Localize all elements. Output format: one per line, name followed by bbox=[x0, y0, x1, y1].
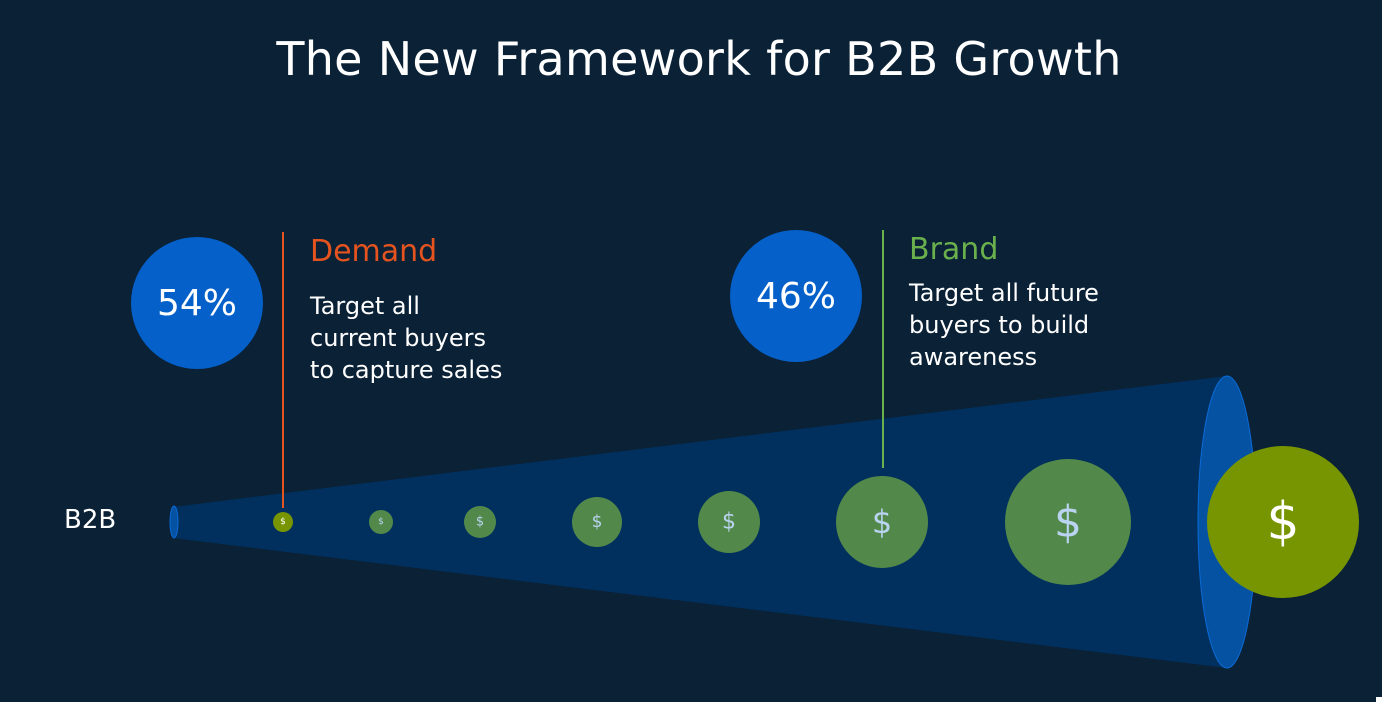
dollar-coin bbox=[273, 512, 293, 532]
brand-percent: 46% bbox=[755, 275, 836, 317]
brand-description: Target all future buyers to build awaren… bbox=[909, 277, 1099, 373]
dollar-sign-icon: $ bbox=[872, 503, 892, 541]
dollar-sign-icon: $ bbox=[592, 512, 603, 532]
dollar-sign-icon: $ bbox=[280, 517, 286, 527]
corner-mark bbox=[1376, 697, 1382, 702]
brand-description-line: Target all future bbox=[909, 279, 1099, 307]
demand-divider-line bbox=[282, 232, 284, 508]
brand-description-line: buyers to build bbox=[909, 311, 1090, 339]
slide-title: The New Framework for B2B Growth bbox=[276, 32, 1122, 86]
dollar-coin bbox=[369, 510, 393, 534]
demand-description: Target all current buyers to capture sal… bbox=[310, 290, 502, 386]
coin-group: $ $ $ $ $ $ $ $ bbox=[273, 446, 1359, 598]
brand-heading: Brand bbox=[909, 232, 999, 267]
dollar-coin bbox=[572, 497, 622, 547]
dollar-sign-icon: $ bbox=[1266, 492, 1299, 552]
dollar-sign-icon: $ bbox=[1054, 497, 1082, 548]
dollar-coin bbox=[1005, 459, 1131, 585]
demand-percent: 54% bbox=[156, 282, 237, 324]
dollar-sign-icon: $ bbox=[476, 515, 484, 530]
dollar-sign-icon: $ bbox=[722, 510, 736, 535]
funnel-narrow-end bbox=[169, 505, 179, 539]
demand-description-line: to capture sales bbox=[310, 356, 503, 384]
demand-description-line: Target all bbox=[310, 292, 420, 320]
dollar-coin bbox=[836, 476, 928, 568]
dollar-coin bbox=[698, 491, 760, 553]
dollar-coin bbox=[464, 506, 496, 538]
demand-description-line: current buyers bbox=[310, 324, 486, 352]
dollar-sign-icon: $ bbox=[378, 517, 384, 527]
brand-percent-circle: 46% bbox=[730, 230, 862, 362]
dollar-coin bbox=[1207, 446, 1359, 598]
demand-heading: Demand bbox=[310, 234, 438, 269]
demand-percent-circle: 54% bbox=[131, 237, 263, 369]
brand-description-line: awareness bbox=[909, 343, 1038, 371]
brand-divider-line bbox=[882, 230, 884, 468]
funnel-label-b2b: B2B bbox=[64, 505, 117, 535]
